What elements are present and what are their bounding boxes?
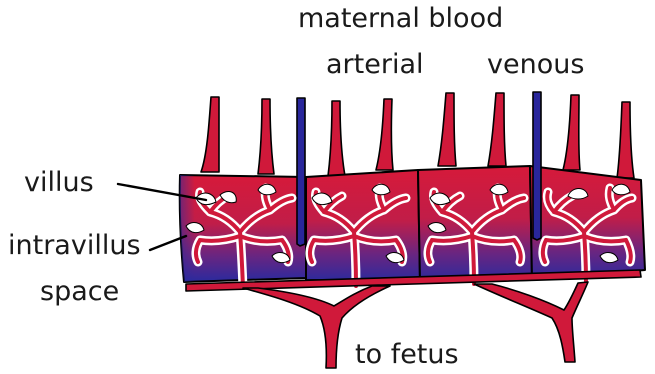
maternal-vein-1 [297, 98, 305, 246]
umbilical-vessel-right [474, 282, 588, 362]
maternal-artery-6 [488, 93, 506, 166]
maternal-artery-7 [563, 95, 580, 170]
label-to-fetus: to fetus [355, 340, 459, 370]
maternal-artery-4 [376, 99, 393, 170]
maternal-artery-5 [438, 93, 456, 166]
maternal-artery-8 [617, 102, 634, 178]
label-venous: venous [487, 50, 584, 80]
label-maternal-blood: maternal blood [298, 4, 503, 34]
maternal-artery-1 [201, 97, 219, 172]
maternal-arteries [201, 93, 634, 178]
label-space: space [40, 277, 119, 307]
label-villus: villus [24, 168, 94, 198]
label-arterial: arterial [326, 50, 424, 80]
label-intravillus: intravillus [8, 231, 141, 261]
maternal-vein-2 [533, 92, 541, 240]
maternal-artery-3 [328, 101, 345, 176]
maternal-artery-2 [258, 99, 274, 174]
